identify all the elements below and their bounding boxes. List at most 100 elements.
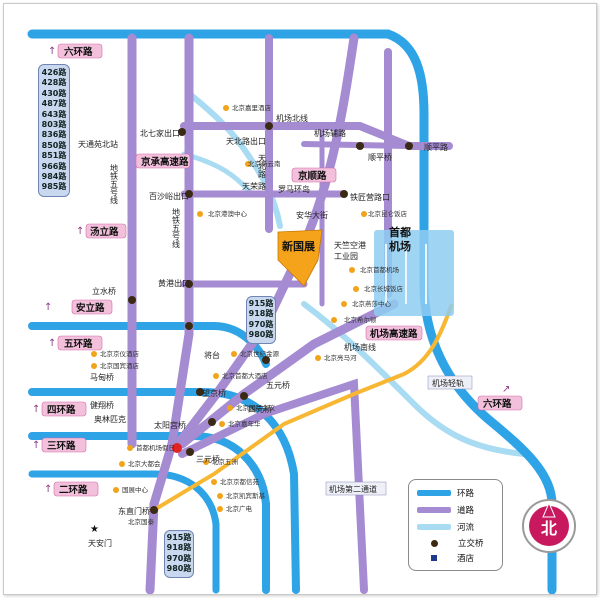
hotel-markers xyxy=(91,105,367,512)
ring-tag-fourth: 四环路 xyxy=(41,401,87,417)
hwy-tag-jingcheng: 京承高速路 xyxy=(135,153,191,169)
airport-area xyxy=(374,230,454,316)
node-tieqie xyxy=(340,190,348,198)
node-shunpingqiao xyxy=(356,142,364,150)
road-labels: 机场北线 天北路出口 北七家出口 天通苑北站 百沙峪出口 天荣路 罗马环岛 铁匠… xyxy=(78,113,448,516)
map-canvas: ↑ ↑ ↑ ↑ ↑ ↑ ↑ ↗ 六环路 五环路 四环路 三环路 二环路 六环路 … xyxy=(27,29,557,594)
svg-text:北京港澳中心: 北京港澳中心 xyxy=(208,209,248,218)
svg-text:北京国际会议: 北京国际会议 xyxy=(236,403,276,412)
svg-text:北京国泰: 北京国泰 xyxy=(128,517,155,526)
svg-text:二环路: 二环路 xyxy=(59,484,88,496)
svg-text:四元桥: 四元桥 xyxy=(248,404,272,414)
svg-text:安华大街: 安华大街 xyxy=(296,210,328,220)
svg-text:机场第二通道: 机场第二通道 xyxy=(329,484,377,494)
svg-text:汤立路: 汤立路 xyxy=(90,226,119,238)
map-legend: 环路 道路 河流 立交桥 酒店 xyxy=(408,479,503,571)
legend-bridge: 立交桥 xyxy=(417,537,484,549)
svg-text:地铁五号线: 地铁五号线 xyxy=(110,163,119,204)
bus-route-item: 980路 xyxy=(248,330,274,340)
svg-text:天荣路: 天荣路 xyxy=(242,181,266,191)
legend-road: 道路 xyxy=(417,504,474,516)
svg-text:铁匠营路口: 铁匠营路口 xyxy=(350,192,390,202)
bus-route-item: 428路 xyxy=(41,78,67,88)
node-lishui xyxy=(128,296,136,304)
ring-tag-fifth: 五环路 xyxy=(57,335,103,351)
runways xyxy=(385,244,427,304)
node-taiyanggong xyxy=(172,443,182,453)
svg-text:北京昆仑饭店: 北京昆仑饭店 xyxy=(368,209,408,218)
svg-text:北京广电: 北京广电 xyxy=(226,504,253,513)
node-wuyuan xyxy=(262,356,270,364)
svg-text:机场轻轨: 机场轻轨 xyxy=(432,378,464,388)
hwy-tag-airport: 机场高速路 xyxy=(365,325,423,341)
hotel-names: 北京嘉里酒店 北京港澳中心 北京昆仑饭店 北京首都机场 北京长城饭店 北京燕莎中… xyxy=(100,103,408,526)
node-wangjing xyxy=(196,388,204,396)
svg-text:北京凯宾斯基: 北京凯宾斯基 xyxy=(226,491,266,500)
svg-text:天通苑北站: 天通苑北站 xyxy=(78,139,118,149)
bus-route-item: 426路 xyxy=(41,68,67,77)
svg-text:↑: ↑ xyxy=(44,484,52,495)
svg-text:北京大都会: 北京大都会 xyxy=(128,459,161,468)
svg-text:工业园: 工业园 xyxy=(334,251,358,261)
svg-text:北京京都信苑: 北京京都信苑 xyxy=(220,477,260,486)
svg-text:黄港出口: 黄港出口 xyxy=(158,278,190,288)
svg-text:顺平桥: 顺平桥 xyxy=(368,152,392,162)
svg-text:北京首都大酒店: 北京首都大酒店 xyxy=(222,371,268,380)
north-compass-icon: 北 xyxy=(522,499,576,553)
node-huanggang xyxy=(185,280,193,288)
svg-text:五环路: 五环路 xyxy=(64,338,93,350)
bus-route-item: 918路 xyxy=(166,543,192,553)
svg-text:↑: ↑ xyxy=(48,338,56,349)
legend-river: 河流 xyxy=(417,521,474,533)
river-west xyxy=(181,151,255,197)
bus-route-item: 915路 xyxy=(166,533,192,542)
bus-route-item: 970路 xyxy=(166,553,192,563)
bus-route-item: 803路 xyxy=(41,120,67,130)
svg-text:六环路: 六环路 xyxy=(483,398,512,410)
svg-text:京顺路: 京顺路 xyxy=(298,170,327,182)
bus-route-item: 850路 xyxy=(41,140,67,150)
bus-route-item: 918路 xyxy=(248,309,274,319)
svg-text:天竺空港: 天竺空港 xyxy=(334,240,366,250)
svg-text:三环路: 三环路 xyxy=(47,440,76,452)
ring-tag-sixth-east: 六环路 xyxy=(477,395,523,411)
vertical-labels: 地铁五号线 地铁五号线 天北路 xyxy=(110,154,267,248)
svg-text:六环路: 六环路 xyxy=(64,46,93,58)
bus-route-item: 966路 xyxy=(41,161,67,171)
svg-text:北京首都机场: 北京首都机场 xyxy=(360,265,400,274)
svg-text:东直门桥: 东直门桥 xyxy=(118,506,150,516)
svg-text:↑: ↑ xyxy=(48,46,56,57)
map-frame: ↑ ↑ ↑ ↑ ↑ ↑ ↑ ↗ 六环路 五环路 四环路 三环路 二环路 六环路 … xyxy=(3,3,597,595)
svg-text:安立路: 安立路 xyxy=(76,302,105,314)
svg-text:↑: ↑ xyxy=(76,226,84,237)
bridge-dot-icon xyxy=(431,539,438,547)
svg-text:北京世纪金源: 北京世纪金源 xyxy=(240,349,280,358)
svg-text:首都机场假日: 首都机场假日 xyxy=(136,443,175,452)
svg-text:罗马环岛: 罗马环岛 xyxy=(278,184,310,194)
ring-tag-second: 二环路 xyxy=(53,481,99,497)
svg-text:健翔桥: 健翔桥 xyxy=(90,400,114,410)
svg-text:机场辅路: 机场辅路 xyxy=(314,128,346,138)
hwy-tag-jingshun: 京顺路 xyxy=(291,167,337,183)
exhibition-label: 新国展 xyxy=(282,239,316,253)
tiananmen-star: ★ xyxy=(90,524,99,535)
svg-text:北京长城饭店: 北京长城饭店 xyxy=(364,284,404,293)
svg-text:京承高速路: 京承高速路 xyxy=(141,156,189,168)
bus-route-item: 984路 xyxy=(41,172,67,182)
svg-text:北京亮马河: 北京亮马河 xyxy=(324,353,357,362)
svg-text:奥林匹克: 奥林匹克 xyxy=(94,414,126,424)
svg-text:北七家出口: 北七家出口 xyxy=(140,128,180,138)
svg-text:北京新云南: 北京新云南 xyxy=(248,159,281,168)
tiananmen-label: 天安门 xyxy=(88,538,112,548)
svg-text:机场高速路: 机场高速路 xyxy=(370,328,418,340)
node-tianbei xyxy=(265,122,273,130)
svg-text:地铁五号线: 地铁五号线 xyxy=(172,207,181,248)
node-jinggang xyxy=(185,322,193,330)
svg-text:国展中心: 国展中心 xyxy=(122,485,149,494)
legend-hotel: 酒店 xyxy=(417,552,474,564)
bus-route-item: 915路 xyxy=(248,299,274,308)
hotel-square-icon xyxy=(431,555,437,561)
bus-route-item: 836路 xyxy=(41,130,67,140)
